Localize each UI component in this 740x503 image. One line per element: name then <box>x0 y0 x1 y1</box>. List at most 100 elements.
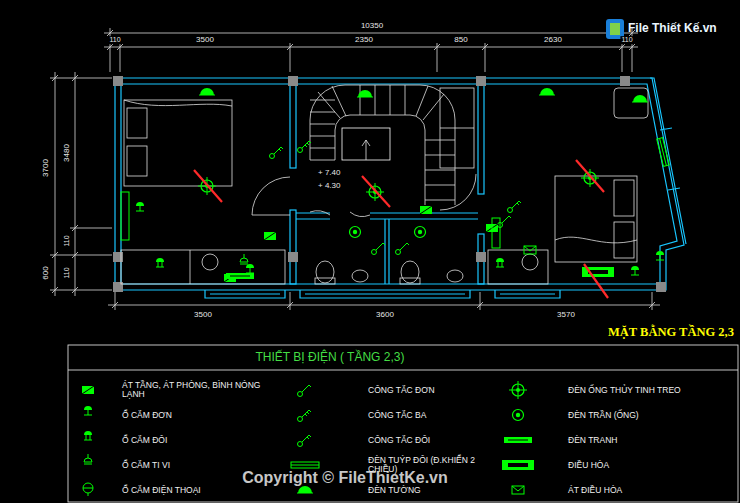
dimension-lines <box>50 290 112 291</box>
furniture <box>121 250 285 284</box>
electrical-symbols <box>357 90 373 97</box>
sanitary <box>315 278 335 284</box>
furniture <box>555 176 637 262</box>
legend-symbols <box>84 406 92 415</box>
dimension-lines <box>104 47 638 48</box>
columns <box>113 252 123 262</box>
legend-text: ĐÈN ỐNG THỦY TINH TREO <box>568 386 681 395</box>
legend-symbols <box>297 486 313 493</box>
columns <box>620 76 630 86</box>
furniture <box>124 100 232 186</box>
legend-table <box>68 345 738 502</box>
dimension: 850 <box>453 36 468 45</box>
dimension-lines <box>115 292 116 310</box>
dimension: 3500 <box>193 311 213 320</box>
electrical-symbols <box>372 243 386 255</box>
electrical-symbols <box>656 251 664 260</box>
sanitary <box>400 278 420 284</box>
furniture <box>310 211 370 217</box>
walls <box>296 213 478 219</box>
removed-marks <box>584 264 608 298</box>
legend-symbols <box>509 381 527 399</box>
dimension: 3700 <box>42 158 51 178</box>
furniture <box>202 254 218 270</box>
electrical-symbols <box>524 246 536 254</box>
electrical-symbols <box>396 243 410 255</box>
electrical-symbols <box>270 147 284 159</box>
electrical-symbols <box>240 254 248 264</box>
furniture <box>252 177 290 215</box>
sanitary <box>316 261 334 283</box>
sanitary <box>401 261 419 283</box>
level-mark: + 4.30 <box>318 182 340 191</box>
electrical-symbols <box>632 95 648 102</box>
staircase <box>310 85 455 205</box>
legend-symbols <box>82 381 534 496</box>
furniture <box>127 108 147 138</box>
dimension-lines <box>75 72 76 296</box>
dimension: 10350 <box>360 22 384 31</box>
furniture <box>555 237 637 243</box>
columns <box>113 282 123 292</box>
dimension-lines <box>110 28 111 72</box>
legend-text: ĐÈN TRẦN (ỐNG) <box>568 411 639 420</box>
legend-symbols <box>84 431 92 440</box>
walls <box>121 84 677 284</box>
electrical-symbols <box>298 141 312 153</box>
removed-marks <box>576 160 604 192</box>
legend-symbols <box>83 483 93 496</box>
removed-marks <box>362 176 390 207</box>
furniture <box>440 128 474 129</box>
watermark-logo <box>610 23 620 35</box>
furniture <box>121 88 648 284</box>
furniture <box>190 250 191 284</box>
table-header: THIẾT BỊ ĐIỆN ( TẦNG 2,3) <box>256 351 405 364</box>
watermark: File Thiết Kế.vn <box>628 22 717 35</box>
dimension: 110 <box>108 36 121 44</box>
legend-symbols <box>298 385 312 397</box>
staircase <box>310 85 455 205</box>
legend-text: Ổ CẮM ĐIỆN THOẠI <box>122 486 201 495</box>
walls <box>115 78 686 298</box>
electrical-symbols <box>121 192 129 240</box>
watermark: Copyright © FileThietKe.vn <box>242 469 448 487</box>
furniture <box>440 174 476 210</box>
legend-text: ÁT ĐIỀU HÒA <box>568 486 622 495</box>
legend-text: ĐÈN TƯỜNG <box>368 486 421 495</box>
legend-text: CÔNG TẮC BA <box>368 411 426 420</box>
electrical-symbols <box>199 88 215 95</box>
electrical-symbols <box>226 273 254 279</box>
furniture <box>614 88 648 118</box>
level-mark: + 7.40 <box>318 169 340 178</box>
furniture <box>127 146 147 176</box>
dimension-lines <box>50 28 660 310</box>
furniture <box>124 100 232 106</box>
dimension-lines <box>290 292 291 310</box>
walls <box>205 290 285 298</box>
staircase <box>318 85 444 120</box>
columns <box>113 76 123 86</box>
walls <box>650 78 686 244</box>
electrical-symbols <box>246 264 254 273</box>
dimension: 110 <box>620 36 633 44</box>
electrical-symbols <box>156 258 164 267</box>
walls <box>290 84 296 168</box>
staircase <box>362 140 370 160</box>
staircase <box>335 115 425 205</box>
plan-title: MẶT BẰNG TẦNG 2,3 <box>608 326 734 340</box>
columns <box>113 76 666 292</box>
dimension: 2630 <box>543 36 563 45</box>
columns <box>476 76 486 86</box>
legend-table <box>68 345 738 502</box>
electrical-symbols <box>508 201 522 213</box>
dimension-lines <box>55 72 56 296</box>
legend-text: CÔNG TẮC ĐÔI <box>368 436 430 445</box>
dimension: 2350 <box>354 36 374 45</box>
dimension: 600 <box>42 265 51 280</box>
dimension-lines <box>52 75 78 293</box>
dimension: 110 <box>63 266 71 279</box>
furniture <box>522 254 538 270</box>
legend-symbols <box>298 435 312 447</box>
furniture <box>614 222 634 258</box>
